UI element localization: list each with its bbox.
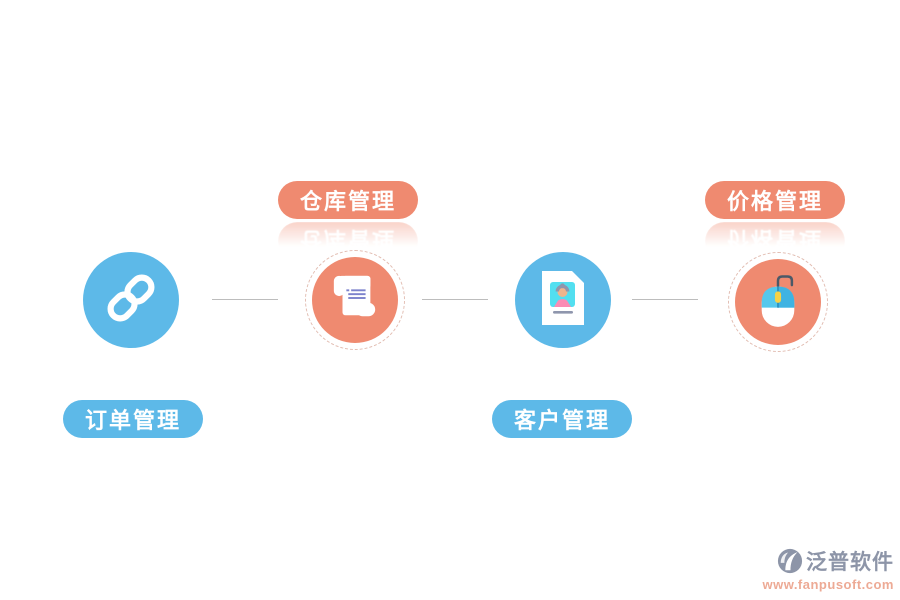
label-text: 客户管理 — [513, 408, 610, 433]
id-document-icon — [540, 269, 586, 332]
label-text: 订单管理 — [84, 408, 181, 433]
node-customer-management — [515, 252, 611, 348]
node-order-management — [83, 252, 179, 348]
node-warehouse-ring — [305, 250, 405, 350]
label-text: 仓库管理 — [299, 189, 396, 214]
label-customer-management: 客户管理 — [492, 400, 632, 438]
label-price-management: 价格管理 — [705, 181, 845, 219]
label-warehouse-management: 仓库管理 — [278, 181, 418, 219]
node-warehouse-management — [312, 257, 398, 343]
watermark-brand: 泛普软件 — [806, 551, 894, 574]
connector-line-3 — [632, 299, 698, 300]
connector-line-2 — [422, 299, 488, 300]
label-order-management: 订单管理 — [63, 400, 203, 438]
label-price-reflection: 价格管理 — [705, 222, 845, 260]
mouse-icon — [755, 272, 801, 333]
node-price-ring — [728, 252, 828, 352]
connector-line-1 — [212, 299, 278, 300]
watermark: 泛普软件 www.fanpusoft.com — [762, 546, 894, 592]
chain-link-icon — [104, 271, 158, 330]
fanpu-logo-icon — [777, 548, 803, 574]
label-warehouse-reflection: 仓库管理 — [278, 222, 418, 260]
scroll-icon — [330, 271, 380, 330]
watermark-url: www.fanpusoft.com — [762, 577, 894, 592]
node-price-management — [735, 259, 821, 345]
label-text: 价格管理 — [726, 189, 823, 214]
